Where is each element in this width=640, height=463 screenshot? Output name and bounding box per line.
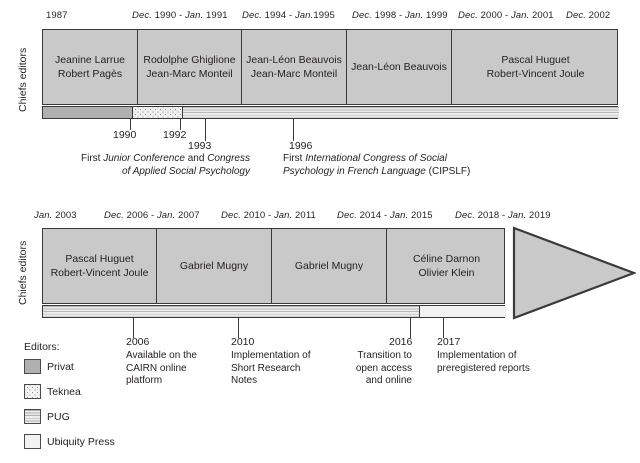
bottom-tick-2010 (238, 318, 240, 338)
top-editor-0-line1: Jeanine Larrue (54, 54, 126, 66)
legend-label-pug: PUG (47, 410, 70, 423)
top-editor-2-line1: Jean-Léon Beauvois (246, 54, 342, 66)
top-editor-cell-0: Jeanine Larrue Robert Pagès (43, 30, 137, 104)
bottom-editor-0-line2: Robert-Vincent Joule (50, 267, 149, 279)
top-date-label-4: Dec. 2000 - Jan. 2001 (458, 10, 554, 21)
top-editor-4-line2: Robert-Vincent Joule (486, 68, 585, 80)
bottom-year-2006: 2006 (126, 336, 150, 348)
legend-item-teknea: Teknea (24, 384, 81, 399)
top-year-1993: 1993 (188, 140, 212, 152)
top-publisher-pug (182, 107, 619, 118)
top-publisher-privat (43, 107, 132, 118)
top-date-label-5: Dec. 2002 (566, 10, 611, 21)
legend-label-ubiquity: Ubiquity Press (47, 435, 115, 448)
top-editor-cell-3: Jean-Léon Beauvois (346, 30, 451, 104)
bottom-tick-2006 (133, 318, 135, 338)
bottom-date-label-3: Dec. 2014 - Jan. 2015 (337, 210, 433, 221)
top-editor-0-line2: Robert Pagès (57, 68, 123, 80)
legend-swatch-privat-icon (24, 359, 41, 374)
bottom-date-label-2: Dec. 2010 - Jan. 2011 (221, 210, 316, 221)
bottom-editor-2-line1: Gabriel Mugny (294, 260, 364, 272)
bottom-editor-cell-1: Gabriel Mugny (156, 229, 271, 303)
top-publisher-strip (42, 106, 619, 119)
top-year-1990: 1990 (113, 129, 137, 141)
legend-swatch-ubiquity-icon (24, 434, 41, 449)
bottom-editors-band: Pascal Huguet Robert-Vincent Joule Gabri… (42, 228, 505, 304)
top-date-label-2: Dec. 1994 - Jan.1995 (242, 10, 335, 21)
bottom-editor-cell-2: Gabriel Mugny (271, 229, 386, 303)
bottom-editor-1-line1: Gabriel Mugny (179, 260, 249, 272)
legend-item-privat: Privat (24, 359, 74, 374)
top-editor-cell-1: Rodolphe Ghiglione Jean-Marc Monteil (137, 30, 241, 104)
top-tick-1996 (293, 119, 295, 141)
top-editor-cell-4: Pascal Huguet Robert-Vincent Joule (451, 30, 619, 104)
bottom-date-label-0: Jan. 2003 (34, 210, 77, 221)
timeline-arrow (512, 226, 638, 325)
bottom-editor-3-line1: Céline Darnon (412, 253, 481, 265)
top-editor-1-line1: Rodolphe Ghiglione (143, 54, 236, 66)
legend-title: Editors: (24, 341, 60, 353)
top-tick-1992 (180, 119, 182, 130)
legend-label-teknea: Teknea (47, 385, 81, 398)
top-editor-cell-2: Jean-Léon Beauvois Jean-Marc Monteil (241, 30, 346, 104)
bottom-editor-cell-3: Céline Darnon Olivier Klein (386, 229, 506, 303)
bottom-year-2017: 2017 (437, 336, 461, 348)
top-editor-1-line2: Jean-Marc Monteil (146, 68, 233, 80)
top-date-label-3: Dec. 1998 - Jan. 1999 (352, 10, 448, 21)
bottom-year-2016: 2016 (389, 336, 413, 348)
top-editors-band: Jeanine Larrue Robert Pagès Rodolphe Ghi… (42, 29, 618, 105)
top-tick-1990 (130, 119, 132, 130)
bottom-editor-3-line2: Olivier Klein (418, 267, 475, 279)
top-date-label-1: Dec. 1990 - Jan. 1991 (132, 10, 228, 21)
bottom-publisher-ubiquity (419, 306, 506, 317)
legend-swatch-pug-icon (24, 409, 41, 424)
top-year-1996: 1996 (289, 140, 313, 152)
bottom-publisher-pug (43, 306, 419, 317)
bottom-editor-cell-0: Pascal Huguet Robert-Vincent Joule (43, 229, 156, 303)
bottom-editor-0-line1: Pascal Huguet (65, 253, 134, 265)
top-editor-4-line1: Pascal Huguet (501, 54, 570, 66)
legend-swatch-teknea-icon (24, 384, 41, 399)
top-publisher-teknea (132, 107, 182, 118)
legend-label-privat: Privat (47, 360, 74, 373)
legend-item-pug: PUG (24, 409, 70, 424)
bottom-tick-2017 (443, 318, 445, 338)
top-axis-title: Chiefs editors (17, 47, 29, 112)
bottom-tick-2016 (410, 318, 412, 338)
bottom-date-label-4: Dec. 2018 - Jan. 2019 (455, 210, 551, 221)
top-editor-3-line1: Jean-Léon Beauvois (351, 61, 447, 73)
bottom-date-label-1: Dec. 2006 - Jan. 2007 (104, 210, 200, 221)
top-year-1992: 1992 (163, 129, 187, 141)
bottom-year-2010: 2010 (231, 336, 255, 348)
top-editor-2-line2: Jean-Marc Monteil (250, 68, 338, 80)
legend-item-ubiquity: Ubiquity Press (24, 434, 115, 449)
top-tick-1993 (205, 119, 207, 141)
top-date-label-0: 1987 (46, 10, 68, 21)
bottom-publisher-strip (42, 305, 506, 318)
bottom-axis-title: Chiefs editors (17, 240, 29, 305)
